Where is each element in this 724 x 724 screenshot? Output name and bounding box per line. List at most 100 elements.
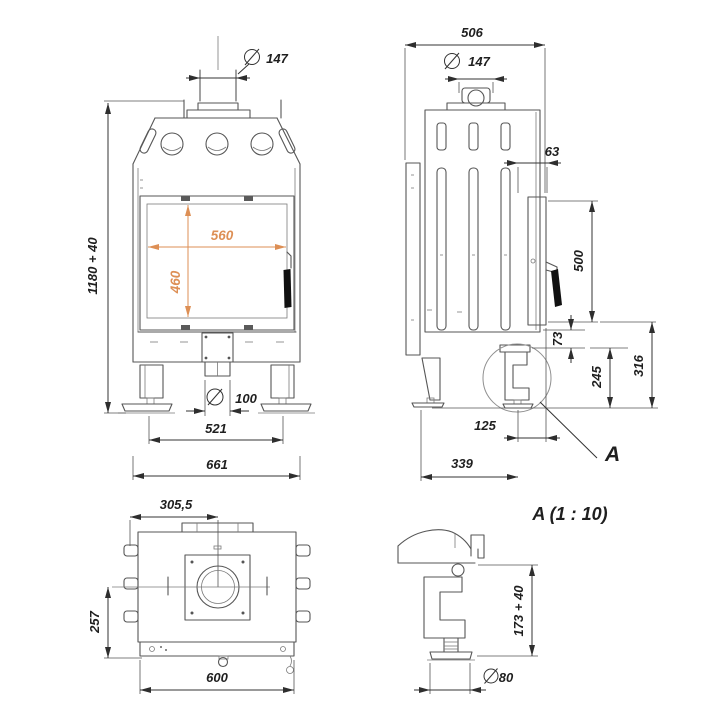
flue-plate (186, 109, 251, 119)
door-clip (244, 325, 253, 330)
dim-door-height-label: 500 (571, 249, 586, 271)
dim-body-width: 600 (139, 660, 295, 694)
screw (227, 335, 231, 339)
detail-a-view: A (1 : 10) 173 + 40 (397, 504, 608, 694)
dim-door-height: 500 (548, 200, 598, 323)
dim-side-chimney-label: 147 (468, 54, 490, 69)
front-body (132, 163, 301, 363)
dim-base-height: 245 (589, 347, 628, 408)
side-fins-left (123, 544, 139, 623)
handle-bracket (286, 251, 292, 269)
vent-slot-short (468, 122, 479, 151)
side-body (405, 109, 541, 356)
door-handle (283, 269, 292, 308)
band-hole (280, 646, 286, 652)
dim-glass-width-label: 560 (211, 228, 234, 243)
door-clip (244, 196, 253, 201)
side-fins-right (295, 544, 311, 623)
leader-line (539, 401, 598, 459)
air-outlet-circle (250, 132, 274, 156)
flue-collar (446, 87, 506, 111)
dim-feet-spacing-label: 521 (205, 421, 227, 436)
dim-body-width-label: 600 (206, 670, 228, 685)
leg (139, 364, 164, 399)
dim-leg-height: 173 + 40 (477, 564, 538, 657)
dim-overall-depth-label: 506 (461, 25, 483, 40)
dim-rear-foot-to-front-label: 339 (451, 456, 473, 471)
dim-chimney-offset-x-label: 305,5 (160, 497, 193, 512)
dot (160, 646, 162, 648)
air-outlet-detail (207, 146, 227, 151)
dim-foot-diameter: 80 (414, 663, 514, 694)
air-outlet-circle (205, 132, 229, 156)
dim-overall-height-label: 1180 + 40 (85, 237, 100, 295)
dim-rear-foot-to-front: 339 (420, 410, 518, 481)
dim-chimney-offset-x: 305,5 (129, 497, 219, 587)
top-view: 305,5 (87, 497, 311, 694)
dim-overall-depth: 506 (404, 25, 546, 193)
side-view: 506 147 (404, 25, 658, 481)
dim-front-chimney-diameter: 147 (186, 48, 289, 81)
foot-screw (146, 397, 155, 405)
diameter-symbol (244, 48, 260, 66)
dim-glass-height-label: 460 (168, 270, 183, 294)
air-outlet-detail (252, 146, 272, 151)
vent-slot-long (436, 167, 447, 331)
rear-leg-bracket (504, 351, 530, 401)
dim-door-bottom-height: 316 (600, 321, 656, 408)
hook-ring (286, 666, 294, 674)
dim-air-intake-label: 100 (235, 391, 257, 406)
detail-body-corner (397, 529, 485, 564)
corner-vent-slot (278, 128, 296, 154)
dim-rear-foot-offset: 125 (474, 328, 560, 442)
band-hole (149, 646, 155, 652)
pivot-bolt (451, 563, 465, 577)
plan-body (112, 522, 311, 674)
chimney-mount-plate (184, 554, 251, 621)
adjustable-foot (260, 403, 312, 412)
knob (217, 656, 229, 668)
base-band (132, 331, 301, 377)
door-handle-side (551, 269, 562, 307)
adjustable-foot (502, 403, 534, 409)
foot-screw (513, 399, 522, 405)
dim-glass-height: 460 (168, 205, 191, 317)
screw (241, 611, 245, 615)
screw (204, 356, 208, 360)
door-clip (181, 196, 190, 201)
top-hood (132, 117, 301, 165)
dim-leg-height-label: 173 + 40 (511, 585, 526, 637)
screw (190, 611, 194, 615)
dim-chimney-offset-y: 257 (87, 587, 142, 659)
dot (165, 649, 167, 651)
dim-foot-diameter-label: 80 (499, 670, 514, 685)
front-leg (421, 357, 441, 401)
corner-vent-slot (139, 128, 157, 154)
detail-adjustable-foot (427, 637, 475, 661)
screw (190, 560, 194, 564)
dim-flue-offset: 63 (504, 144, 561, 193)
foot-screw (278, 397, 287, 405)
diameter-symbol (483, 668, 499, 684)
detail-leg-bracket (423, 576, 466, 639)
screw (227, 356, 231, 360)
detail-reference-label: A (604, 443, 620, 466)
dim-feet-spacing: 521 (148, 416, 284, 444)
side-legs (411, 343, 552, 413)
dim-air-intake: 100 (186, 380, 258, 416)
diameter-symbol (444, 52, 460, 70)
air-outlet-circle (160, 132, 184, 156)
leg (270, 364, 295, 399)
hook-wire (289, 655, 292, 667)
screw (204, 335, 208, 339)
glass-door (139, 195, 295, 331)
door-frame (139, 195, 295, 331)
dim-door-bottom-label: 316 (631, 354, 646, 376)
diameter-symbol (206, 388, 224, 406)
dim-front-chimney-label: 147 (266, 51, 288, 66)
adjustable-foot (411, 402, 445, 408)
detail-a-title: A (1 : 10) (531, 504, 607, 524)
knob-mount (218, 655, 229, 660)
